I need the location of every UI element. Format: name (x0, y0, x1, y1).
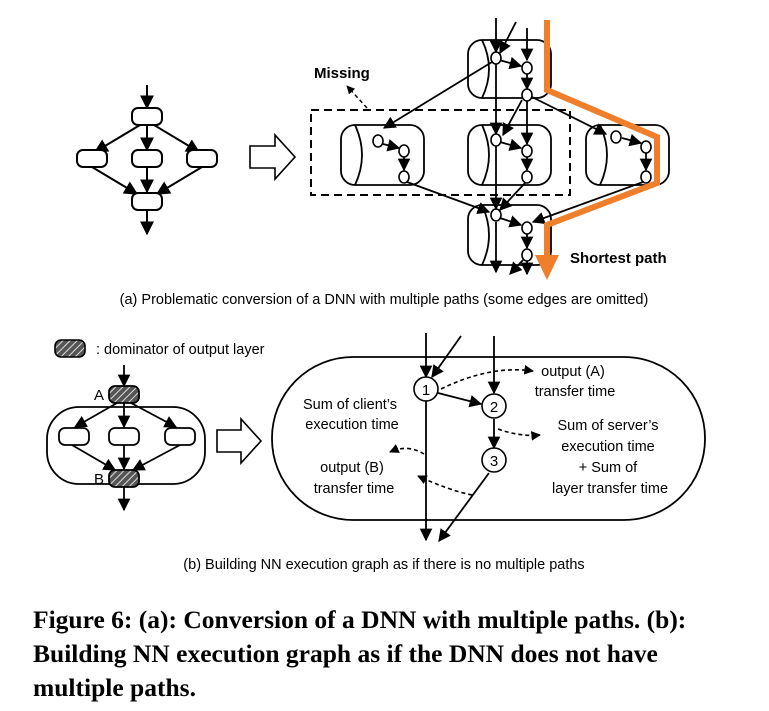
dominator-node-b (108, 469, 140, 488)
dominator-legend-icon (54, 339, 86, 358)
server-time-label: Sum of server’s execution time + Sum of … (552, 418, 668, 497)
output-a-label: output (A) transfer time (535, 364, 616, 400)
layer-node (610, 130, 622, 144)
vertex-1 (413, 376, 439, 402)
layer-node (521, 88, 533, 102)
layer-node (58, 427, 90, 446)
conversion-arrow-icon (249, 132, 297, 182)
small-dnn-graph (76, 85, 218, 236)
vertex-cylinder-left (340, 124, 425, 186)
dominator-legend-label: : dominator of output layer (96, 342, 265, 358)
layer-node (490, 208, 502, 222)
vertex-cylinder-middle (467, 124, 552, 186)
layer-node (490, 133, 502, 147)
client-time-label: Sum of client’s execution time (303, 397, 401, 433)
shortest-path (535, 20, 660, 280)
collapsed-dnn-graph (46, 365, 206, 512)
layer-node (521, 144, 533, 158)
vertex-1-label: 1 (422, 382, 430, 399)
figure-caption-line-2: Building NN execution graph as if the DN… (33, 639, 658, 668)
node-a-label: A (94, 387, 104, 404)
layer-node (164, 427, 196, 446)
layer-node (186, 149, 218, 168)
part-b-caption: (b) Building NN execution graph as if th… (183, 557, 584, 573)
layer-node (108, 427, 140, 446)
figure-caption-line-1: Figure 6: (a): Conversion of a DNN with … (33, 605, 687, 634)
node-b-label: B (94, 471, 104, 488)
vertex-3 (481, 447, 507, 473)
vertex-cylinders (340, 39, 670, 266)
conversion-arrow-icon (216, 416, 263, 466)
shortest-path-line (544, 20, 660, 255)
execution-graph-edges (419, 333, 501, 543)
layer-node (640, 140, 652, 154)
execution-graph-vertices (413, 376, 507, 473)
layer-node (372, 134, 384, 148)
figure-caption-line-3: multiple paths. (33, 673, 196, 702)
graph-nodes (372, 51, 652, 262)
part-a-diagram: Missing (76, 18, 670, 308)
layer-node (640, 170, 652, 184)
shortest-path-label: Shortest path (570, 250, 667, 267)
part-b-diagram: : dominator of output layer A B (46, 333, 706, 573)
layer-node (521, 61, 533, 75)
layer-node (398, 144, 410, 158)
figure-caption: Figure 6: (a): Conversion of a DNN with … (33, 603, 749, 705)
missing-pointer (346, 85, 368, 109)
vertex-2 (481, 393, 507, 419)
part-a-caption: (a) Problematic conversion of a DNN with… (120, 292, 649, 308)
output-b-label: output (B) transfer time (314, 460, 395, 497)
shortest-path-arrowhead (535, 255, 559, 280)
layer-node (521, 170, 533, 184)
graph-edges (382, 18, 653, 276)
annotation-arrows (389, 365, 541, 496)
layer-node (490, 51, 502, 65)
layer-node (521, 221, 533, 235)
layer-node (131, 149, 163, 168)
missing-label: Missing (314, 65, 370, 82)
layer-node (521, 248, 533, 262)
layer-node (131, 192, 163, 211)
layer-node (398, 170, 410, 184)
layer-node (76, 149, 108, 168)
dominator-node-a (108, 385, 140, 404)
layer-node (131, 107, 163, 126)
vertex-3-label: 3 (490, 453, 498, 470)
vertex-2-label: 2 (490, 399, 498, 416)
